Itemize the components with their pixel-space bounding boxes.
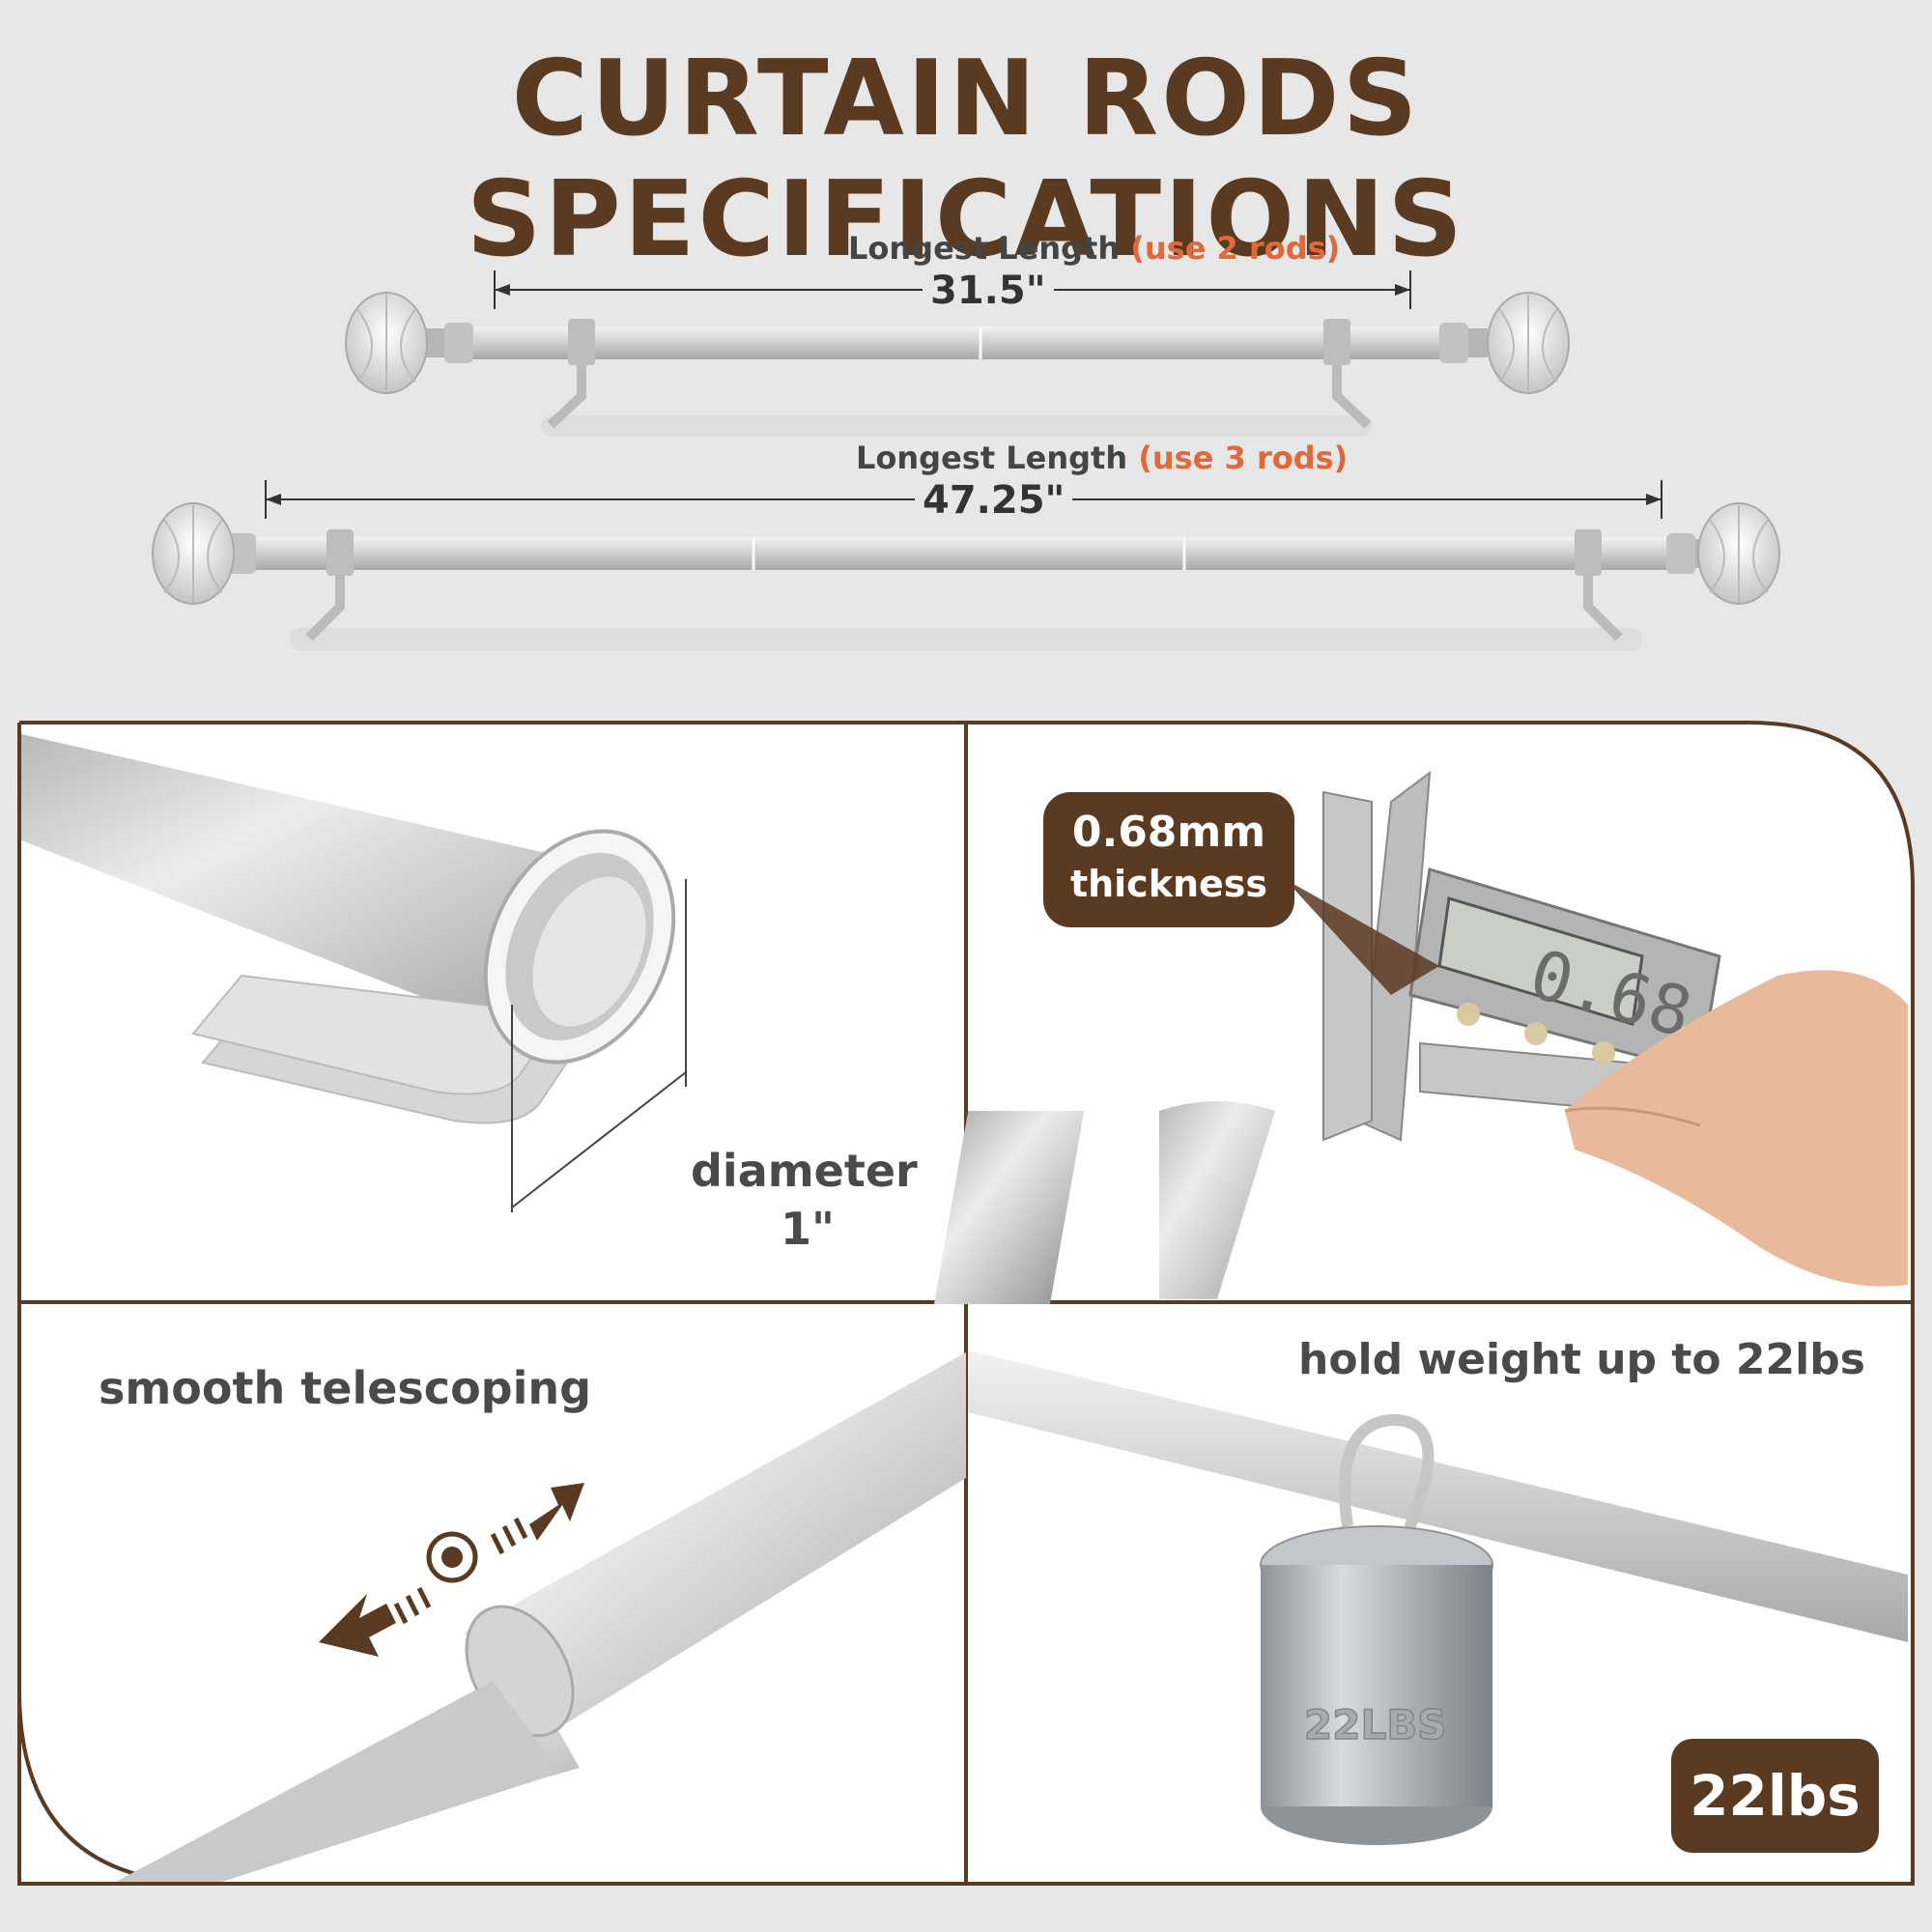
page-title: CURTAIN RODS SPECIFICATIONS [466, 39, 1466, 280]
weight-label: hold weight up to 22lbs [1298, 1335, 1865, 1384]
thickness-badge: 0.68mm thickness [1043, 792, 1294, 927]
rod-3-pieces [152, 480, 1780, 651]
rod-2-pieces [345, 270, 1570, 437]
target-icon [426, 1531, 478, 1583]
rod2-length-label: Longest Length (use 3 rods) [856, 440, 1348, 476]
finial-icon [345, 292, 473, 394]
diameter-value: 1" [781, 1203, 835, 1255]
rod2-label-text: Longest Length [856, 440, 1128, 476]
thickness-value: 0.68mm [1071, 808, 1266, 857]
thickness-label: thickness [1069, 863, 1268, 905]
rod1-highlight: (use 2 rods) [1130, 230, 1341, 267]
rod1-length-value: 31.5" [923, 269, 1054, 313]
caliper-icon: 0.68 [933, 770, 1908, 1304]
bracket-icon [547, 365, 586, 429]
weight-stamp: 22LBS [1304, 1701, 1446, 1748]
weight-icon: 22LBS [1260, 1525, 1493, 1845]
rod2-highlight: (use 3 rods) [1138, 440, 1349, 476]
arrow-right-icon [490, 1483, 584, 1555]
hook-icon [1339, 1413, 1435, 1586]
rod1-length-label: Longest Length (use 2 rods) [848, 230, 1340, 267]
weight-badge: 22lbs [1671, 1739, 1879, 1853]
telescoping-label: smooth telescoping [99, 1362, 592, 1414]
rod1-label-text: Longest Length [848, 230, 1121, 267]
telescoping-rod [116, 1352, 966, 1882]
rod2-length-value: 47.25" [915, 478, 1073, 523]
weight-rod [968, 1350, 1908, 1642]
arrow-left-icon [319, 1586, 432, 1657]
diameter-label: diameter [691, 1145, 918, 1197]
tube-illustration [21, 734, 687, 1212]
